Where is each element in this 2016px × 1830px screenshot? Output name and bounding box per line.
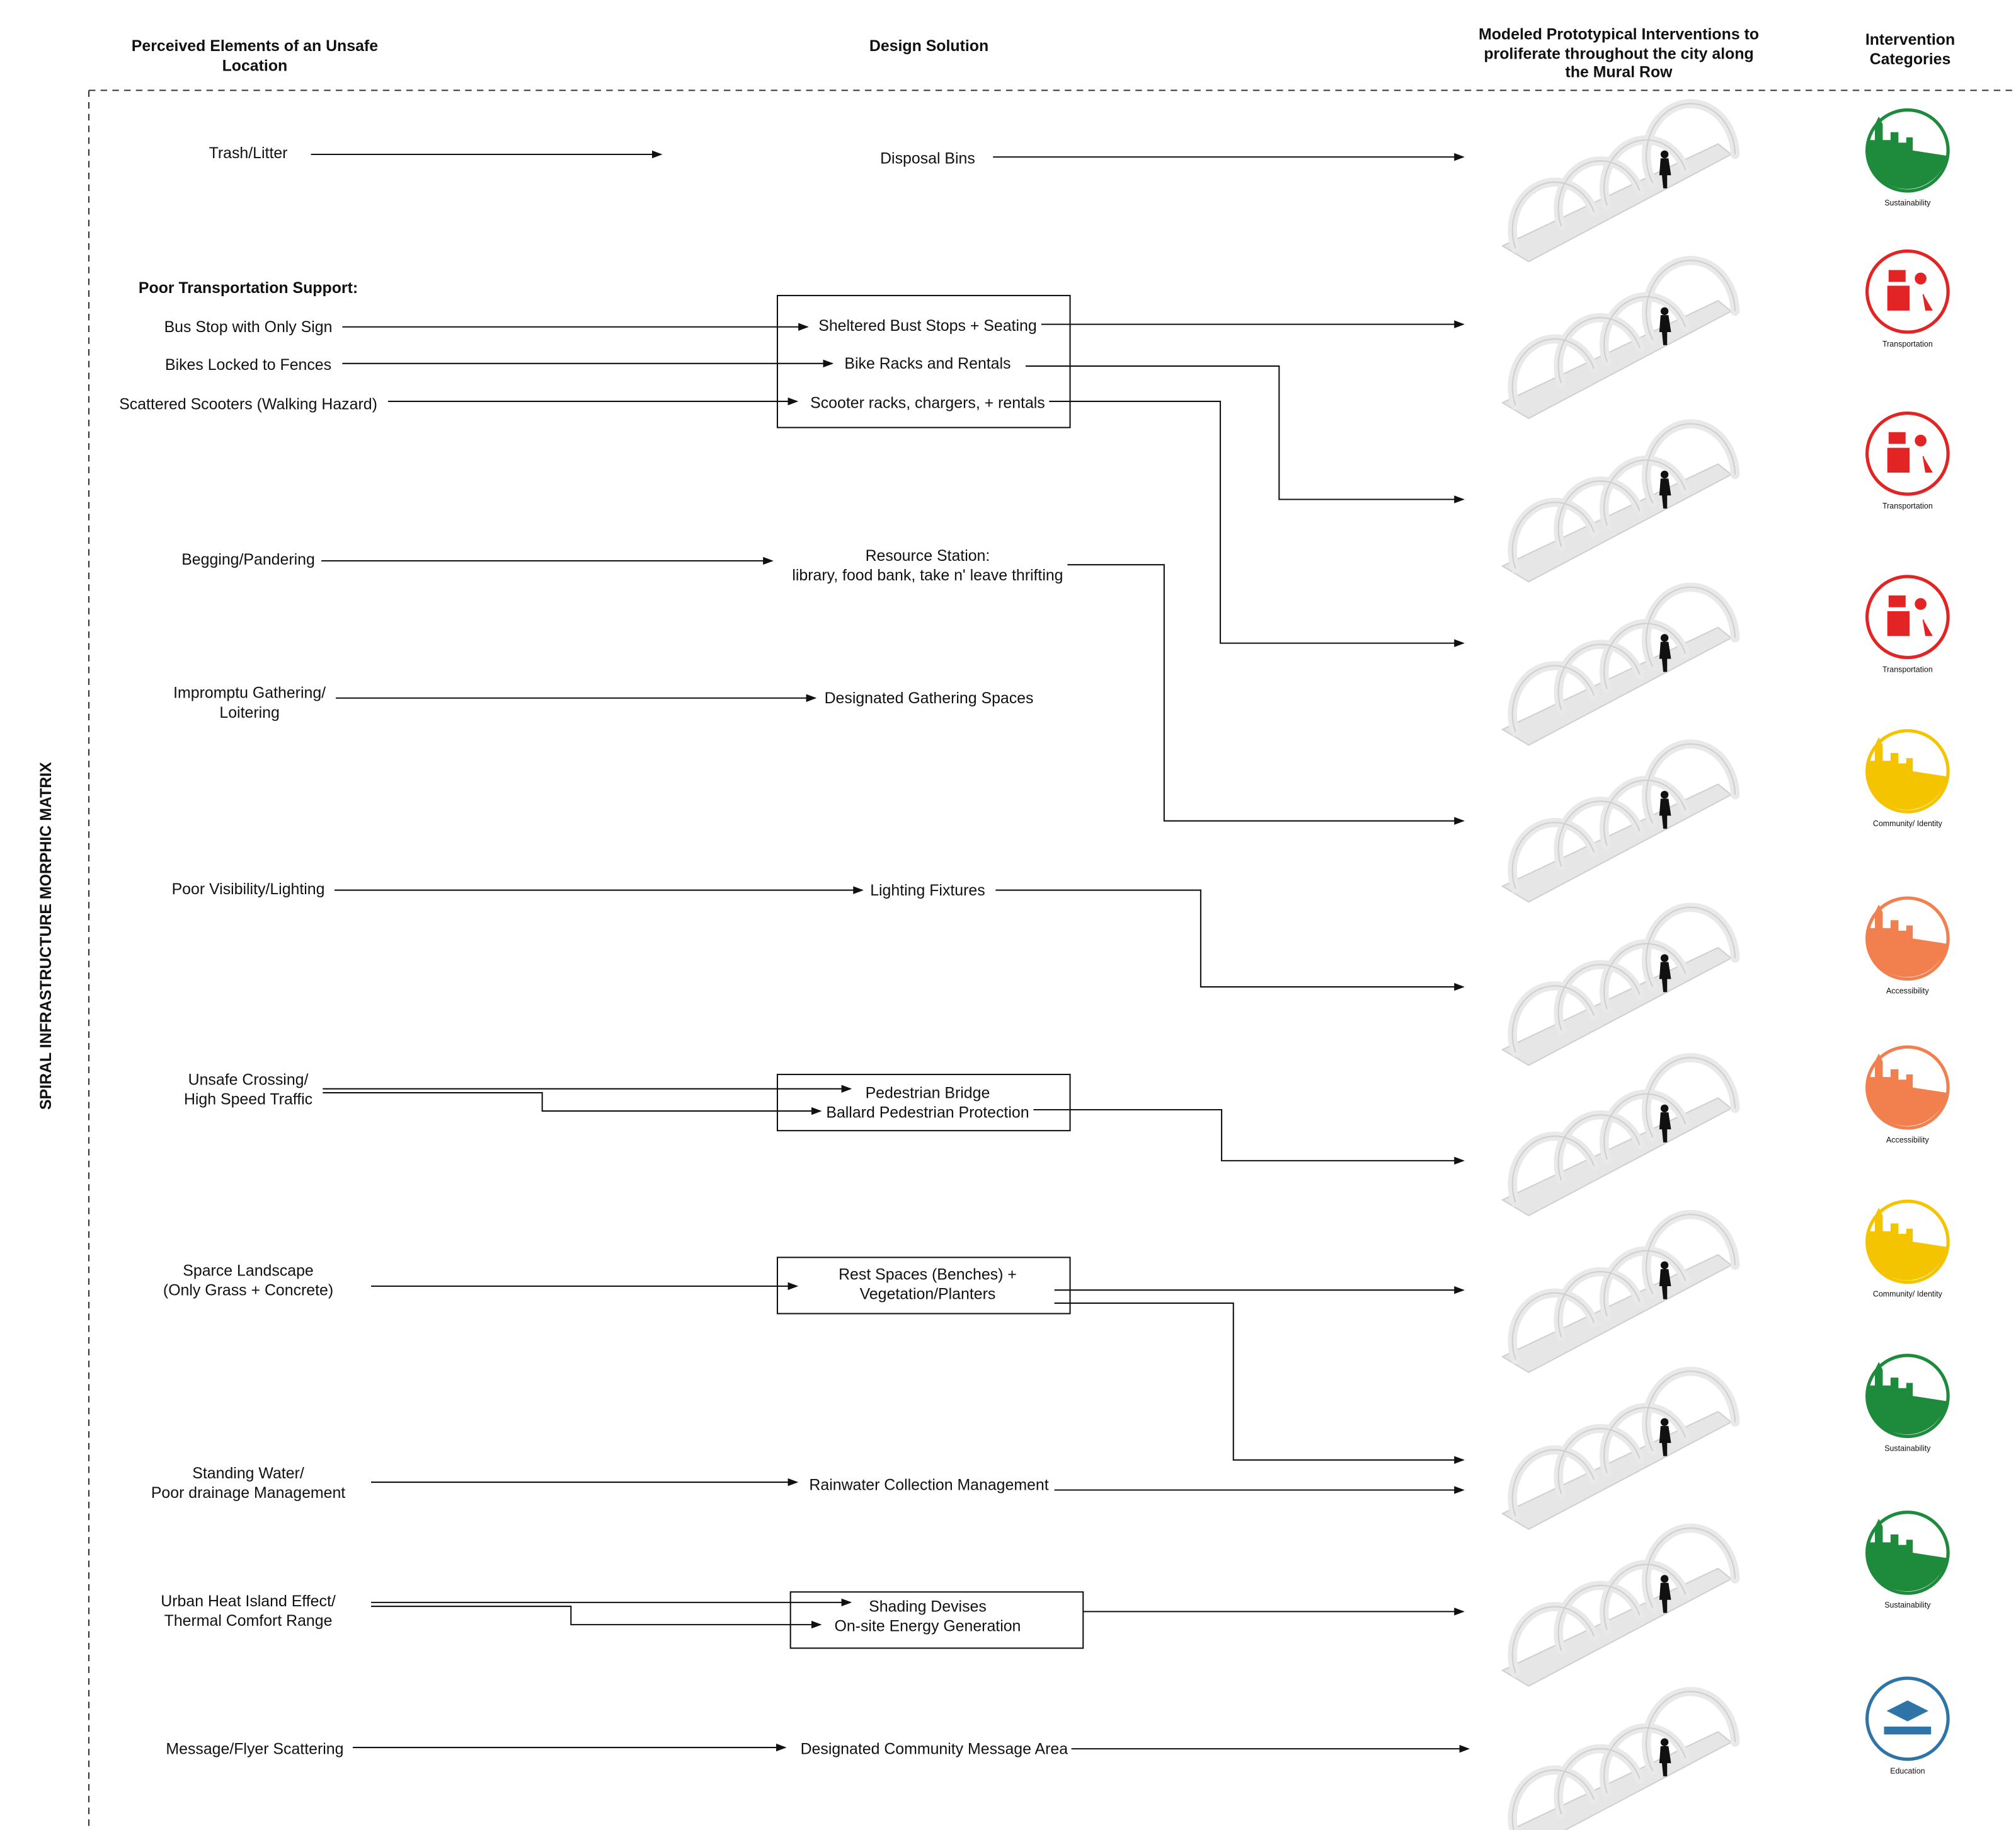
category-badge: Sustainability	[1865, 1354, 1950, 1453]
category-badge: Sustainability	[1865, 108, 1950, 207]
rendering-resource-station	[1503, 744, 1735, 902]
problem-crossing-line2: High Speed Traffic	[184, 1091, 312, 1108]
solution-bus-stops: Sheltered Bust Stops + Seating	[818, 317, 1036, 335]
header-solutions: Design Solution	[869, 37, 988, 55]
rendering-rainwater	[1503, 1371, 1735, 1529]
solutions-column: Disposal Bins Sheltered Bust Stops + Sea…	[776, 150, 1084, 1758]
category-glyph	[1868, 904, 1947, 977]
solution-resource-station: Resource Station:	[866, 547, 990, 565]
solution-energy: On-site Energy Generation	[835, 1617, 1021, 1635]
heat-solutions-box	[789, 1591, 1084, 1649]
rendering-shading	[1503, 1528, 1735, 1686]
category-badge: Accessibility	[1865, 896, 1950, 995]
rendering-bus-shelter	[1503, 260, 1735, 418]
rendering-lighting	[1503, 907, 1735, 1066]
problem-water: Standing Water/	[192, 1465, 304, 1482]
category-label: Community/ Identity	[1873, 819, 1943, 828]
problem-transport-heading: Poor Transportation Support:	[139, 279, 358, 297]
header-problems-line2: Location	[222, 57, 288, 74]
problem-message: Message/Flyer Scattering	[166, 1740, 343, 1758]
header-models-line3: the Mural Row	[1566, 64, 1673, 81]
problem-trash: Trash/Litter	[209, 144, 288, 162]
category-label: Transportation	[1882, 502, 1933, 510]
solution-rest: Rest Spaces (Benches) +	[839, 1266, 1017, 1284]
rendering-disposal-bins	[1503, 103, 1735, 262]
solution-scooter-racks: Scooter racks, chargers, + rentals	[810, 394, 1045, 411]
category-badge: Transportation	[1865, 411, 1950, 510]
solution-ballard: Ballard Pedestrian Protection	[826, 1103, 1029, 1121]
header-models: Modeled Prototypical Interventions to	[1479, 25, 1759, 43]
problem-gathering-line2: Loitering	[219, 704, 279, 722]
category-label: Accessibility	[1886, 1136, 1930, 1144]
category-glyph	[1887, 270, 1933, 311]
header-problems: Perceived Elements of an Unsafe	[132, 37, 378, 55]
problem-crossing: Unsafe Crossing/	[188, 1071, 309, 1089]
category-label: Sustainability	[1884, 1444, 1931, 1453]
category-badge: Transportation	[1865, 249, 1950, 348]
category-glyph	[1868, 737, 1947, 810]
solution-bridge: Pedestrian Bridge	[866, 1084, 990, 1102]
solution-lighting: Lighting Fixtures	[870, 882, 985, 899]
side-title: SPIRAL INFRASTRUCTURE MORPHIC MATRIX	[37, 762, 55, 1110]
problem-visibility: Poor Visibility/Lighting	[172, 880, 325, 898]
problem-heat: Urban Heat Island Effect/	[161, 1592, 336, 1610]
header-categories: Intervention	[1865, 31, 1955, 49]
header-models-line2: proliferate throughout the city along	[1484, 45, 1753, 63]
category-badge: Community/ Identity	[1865, 728, 1950, 828]
solution-bike-racks: Bike Racks and Rentals	[844, 355, 1011, 372]
intervention-categories: SustainabilityTransportationTransportati…	[1865, 108, 1950, 1776]
solution-bins: Disposal Bins	[880, 150, 975, 168]
category-label: Accessibility	[1886, 986, 1930, 995]
problem-bikes: Bikes Locked to Fences	[165, 356, 331, 374]
connector-arrows	[311, 150, 1470, 1753]
solution-rainwater: Rainwater Collection Management	[809, 1476, 1048, 1494]
category-glyph	[1868, 116, 1947, 189]
category-label: Sustainability	[1884, 1601, 1931, 1609]
category-glyph	[1868, 1207, 1947, 1280]
problem-scooters: Scattered Scooters (Walking Hazard)	[119, 395, 377, 413]
category-label: Education	[1890, 1767, 1925, 1776]
rendering-pedestrian-protection	[1503, 1057, 1735, 1216]
problem-begging: Begging/Pandering	[181, 551, 315, 568]
category-badge: Accessibility	[1865, 1045, 1950, 1144]
category-glyph	[1887, 432, 1933, 473]
problems-column: Trash/Litter Poor Transportation Support…	[119, 144, 377, 1758]
category-glyph	[1868, 1519, 1947, 1592]
category-badge: Education	[1865, 1676, 1950, 1776]
category-glyph	[1884, 1700, 1932, 1735]
column-headers: Perceived Elements of an Unsafe Location…	[132, 25, 1955, 81]
prototype-renderings	[1503, 103, 1735, 1830]
category-glyph	[1868, 1053, 1947, 1126]
solution-rest-line2: Vegetation/Planters	[860, 1286, 996, 1303]
crossing-solutions-box	[776, 1073, 1071, 1132]
solution-shading: Shading Devises	[869, 1597, 987, 1615]
problem-bus: Bus Stop with Only Sign	[164, 318, 333, 336]
solution-gathering: Designated Gathering Spaces	[825, 689, 1034, 707]
category-label: Transportation	[1882, 665, 1933, 674]
category-label: Community/ Identity	[1873, 1290, 1943, 1299]
rendering-message-area	[1503, 1691, 1735, 1830]
header-categories-line2: Categories	[1870, 50, 1951, 68]
category-label: Transportation	[1882, 340, 1933, 348]
rendering-bike-racks	[1503, 424, 1735, 582]
problem-heat-line2: Thermal Comfort Range	[164, 1612, 333, 1630]
category-badge: Transportation	[1865, 575, 1950, 674]
category-glyph	[1887, 595, 1933, 636]
rendering-scooter-racks	[1503, 587, 1735, 745]
rendering-rest-spaces	[1503, 1214, 1735, 1372]
problem-landscape-line2: (Only Grass + Concrete)	[163, 1281, 333, 1299]
category-badge: Community/ Identity	[1865, 1199, 1950, 1299]
category-label: Sustainability	[1884, 199, 1931, 207]
transport-solutions-box	[776, 294, 1071, 429]
solution-resource-station-line2: library, food bank, take n' leave thrift…	[792, 567, 1063, 584]
problem-gathering: Impromptu Gathering/	[173, 684, 326, 702]
category-glyph	[1868, 1362, 1947, 1435]
problem-landscape: Sparce Landscape	[183, 1262, 313, 1279]
solution-message-area: Designated Community Message Area	[801, 1740, 1068, 1758]
category-badge: Sustainability	[1865, 1511, 1950, 1609]
problem-water-line2: Poor drainage Management	[151, 1484, 345, 1502]
